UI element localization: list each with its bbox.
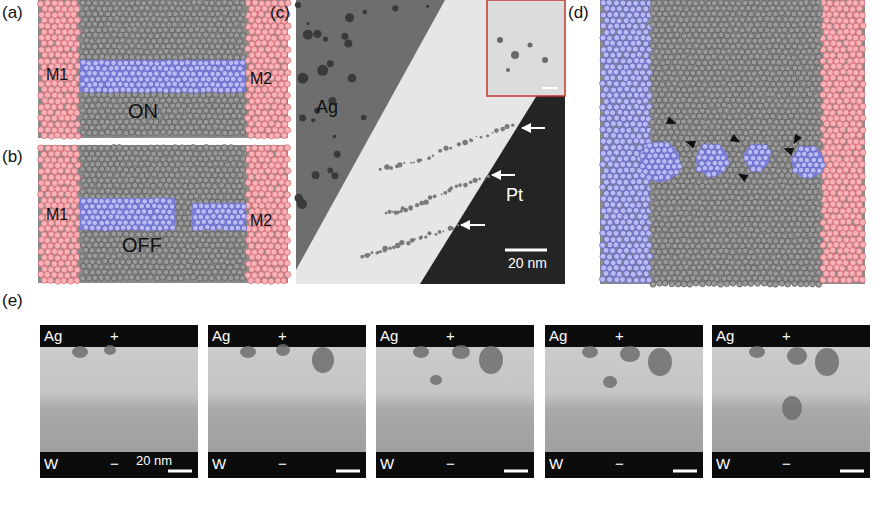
- electrode-label: M1: [46, 206, 68, 224]
- panel-label: (d): [568, 4, 589, 23]
- material-label: Pt: [506, 186, 523, 206]
- electrode-label: W: [549, 456, 563, 473]
- polarity-label: −: [278, 456, 287, 473]
- panel-label: (b): [2, 148, 23, 167]
- scale-label: 20 nm: [136, 454, 172, 468]
- polarity-label: −: [615, 456, 624, 473]
- material-label: Ag: [316, 98, 338, 118]
- polarity-label: +: [446, 328, 455, 345]
- electrode-label: M2: [250, 212, 272, 230]
- electrode-label: Ag: [716, 328, 734, 345]
- tem-sequence: [40, 325, 870, 478]
- simulation-filament: [600, 0, 867, 287]
- simulation-off: [38, 145, 291, 285]
- electrode-label: M2: [250, 70, 272, 88]
- polarity-label: −: [782, 456, 791, 473]
- polarity-label: +: [278, 328, 287, 345]
- panel-label: (a): [2, 4, 23, 23]
- electrode-label: W: [44, 456, 58, 473]
- electrode-label: W: [212, 456, 226, 473]
- scale-label: 20 nm: [508, 256, 547, 271]
- electrode-label: Ag: [212, 328, 230, 345]
- polarity-label: +: [615, 328, 624, 345]
- state-label: OFF: [122, 234, 162, 256]
- state-label: ON: [128, 100, 158, 122]
- electrode-label: W: [380, 456, 394, 473]
- polarity-label: −: [110, 456, 119, 473]
- panel-label: (c): [270, 4, 290, 23]
- electrode-label: Ag: [549, 328, 567, 345]
- electrode-label: Ag: [380, 328, 398, 345]
- polarity-label: −: [446, 456, 455, 473]
- electrode-label: W: [716, 456, 730, 473]
- polarity-label: +: [110, 328, 119, 345]
- simulation-on: [38, 0, 291, 139]
- panel-label: (e): [2, 292, 23, 311]
- electrode-label: Ag: [44, 328, 62, 345]
- electrode-label: M1: [46, 66, 68, 84]
- polarity-label: +: [782, 328, 791, 345]
- tem-image: [294, 0, 565, 284]
